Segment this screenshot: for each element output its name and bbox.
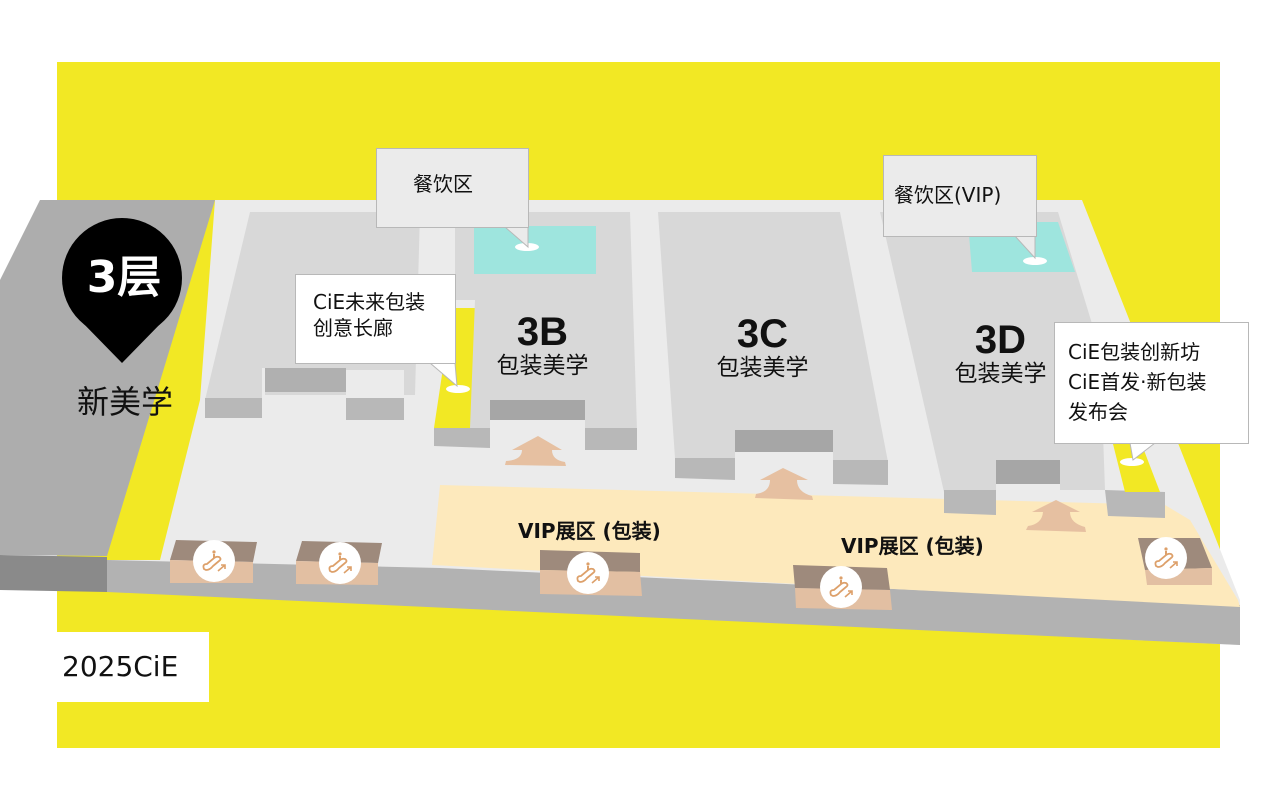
floor-pin-icon bbox=[62, 218, 182, 363]
callout-dining-vip: 餐饮区(VIP) bbox=[883, 155, 1037, 237]
floor-number: 3层 bbox=[86, 252, 162, 303]
escalator-up-icon[interactable] bbox=[567, 552, 609, 594]
hall-3c-name: 包装美学 bbox=[716, 355, 809, 381]
dining-vip-marker bbox=[1023, 257, 1047, 265]
workshop-marker bbox=[1120, 458, 1144, 466]
escalator-up-icon[interactable] bbox=[820, 566, 862, 608]
hall-3b-code: 3B bbox=[516, 310, 569, 354]
year-badge: 2025CiE bbox=[57, 632, 209, 702]
callout-dining-vip-text: 餐饮区(VIP) bbox=[894, 183, 1002, 207]
vip-zone bbox=[432, 485, 1240, 607]
workshop-strip bbox=[1112, 440, 1160, 492]
hall-3d-recess bbox=[996, 460, 1060, 484]
hall-3d-side bbox=[944, 490, 996, 515]
side-block-edge bbox=[0, 555, 107, 592]
entrance-arrow-icon bbox=[755, 468, 813, 500]
callout-dining: 餐饮区 bbox=[376, 148, 529, 228]
hall-3b-name: 包装美学 bbox=[496, 353, 589, 379]
escalator-up-icon[interactable] bbox=[1145, 537, 1187, 579]
hall-3b-side bbox=[434, 428, 490, 448]
hall-3c-label[interactable]: 3C 包装美学 bbox=[700, 314, 825, 382]
hall-3d-label[interactable]: 3D 包装美学 bbox=[938, 320, 1063, 388]
hall-3d-code: 3D bbox=[974, 318, 1027, 362]
corridor-strip bbox=[434, 308, 480, 428]
corridor-marker bbox=[446, 385, 470, 393]
vip-zone-label[interactable]: VIP展区 (包装) bbox=[518, 519, 661, 543]
hall-3c-code: 3C bbox=[736, 312, 789, 356]
entrance-arrow-icon bbox=[1026, 500, 1086, 532]
hall-3b-label[interactable]: 3B 包装美学 bbox=[480, 312, 605, 380]
hall-3c-block bbox=[658, 212, 888, 462]
callout-future-corridor-text: CiE未来包装 创意长廊 bbox=[313, 290, 426, 340]
hall-3d-block bbox=[880, 212, 1105, 492]
escalator-up-icon[interactable] bbox=[319, 542, 361, 584]
vip-zone-label[interactable]: VIP展区 (包装) bbox=[841, 534, 984, 558]
hall-left-block-side2 bbox=[346, 398, 404, 420]
entrance-arrow-icon bbox=[505, 436, 566, 466]
dining-area bbox=[474, 226, 596, 274]
hall-3c-side2 bbox=[833, 460, 888, 485]
callout-innovation-workshop: CiE包装创新坊 CiE首发·新包装 发布会 bbox=[1054, 322, 1249, 444]
callout-future-corridor: CiE未来包装 创意长廊 bbox=[295, 274, 456, 364]
escalator-up-icon[interactable] bbox=[193, 540, 235, 582]
hall-3d-name: 包装美学 bbox=[954, 361, 1047, 387]
floor-theme: 新美学 bbox=[76, 383, 173, 421]
dining-marker bbox=[515, 243, 539, 251]
hall-left-block-recess bbox=[265, 368, 346, 392]
hall-left-block-side bbox=[205, 398, 262, 418]
hall-3b-side2 bbox=[585, 428, 637, 450]
callout-innovation-workshop-text: CiE包装创新坊 CiE首发·新包装 发布会 bbox=[1068, 340, 1207, 424]
hall-3c-side bbox=[675, 458, 735, 480]
floor-edge bbox=[107, 560, 1240, 645]
hall-3d-side2 bbox=[1105, 490, 1165, 518]
hall-3b-recess bbox=[490, 400, 585, 420]
callout-dining-text: 餐饮区 bbox=[413, 172, 473, 196]
hall-3c-recess bbox=[735, 430, 833, 452]
